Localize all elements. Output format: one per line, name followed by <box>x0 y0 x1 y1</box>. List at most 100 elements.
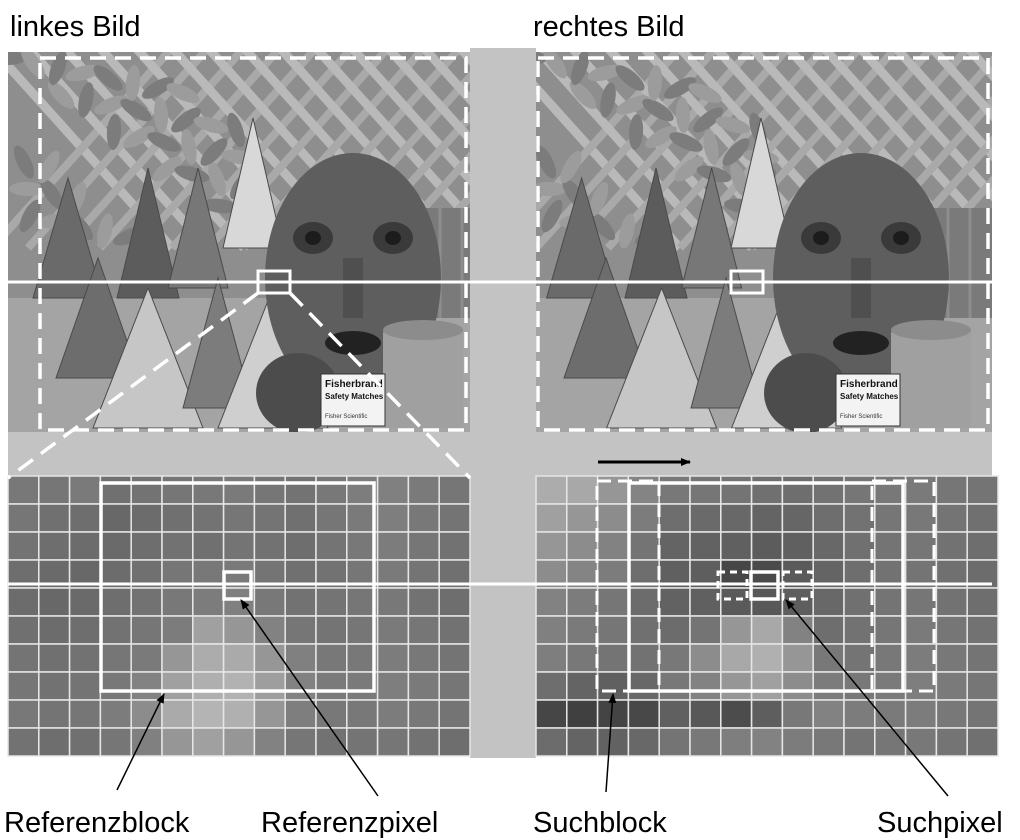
grid-pixel <box>689 531 722 561</box>
grid-pixel <box>689 699 722 729</box>
grid-pixel <box>781 643 814 673</box>
grid-pixel <box>346 699 379 729</box>
grid-pixel <box>315 615 348 645</box>
grid-pixel <box>966 587 999 617</box>
grid-pixel <box>720 643 753 673</box>
grid-pixel <box>781 531 814 561</box>
left-pixel-grid <box>7 475 471 757</box>
grid-pixel <box>192 475 225 505</box>
grid-pixel <box>874 643 907 673</box>
grid-pixel <box>99 699 132 729</box>
party-hat <box>55 256 141 379</box>
grid-pixel <box>935 503 968 533</box>
grid-pixel <box>720 671 753 701</box>
grid-pixel <box>566 727 599 757</box>
grid-pixel <box>935 699 968 729</box>
grid-pixel <box>376 503 410 533</box>
grid-pixel <box>812 643 845 673</box>
grid-pixel <box>438 615 471 645</box>
grid-pixel <box>161 587 194 617</box>
grid-pixel <box>658 587 691 617</box>
reference-block-label: Referenzblock <box>4 807 190 839</box>
grid-pixel <box>7 475 40 505</box>
cup <box>891 328 971 428</box>
search-pixel-candidate-left <box>716 570 749 601</box>
grid-pixel <box>874 671 907 701</box>
reference-block <box>99 481 376 693</box>
grid-pixel <box>376 531 410 561</box>
grid-pixel <box>658 503 691 533</box>
grid-pixel <box>99 587 132 617</box>
reference-block-leader <box>116 693 165 791</box>
grid-pixel <box>284 531 317 561</box>
grid-pixel <box>161 727 194 757</box>
grid-pixel <box>7 503 40 533</box>
left-photo-selection <box>256 269 292 295</box>
grid-pixel <box>843 587 876 617</box>
grid-pixel <box>253 587 286 617</box>
grid-pixel <box>99 615 132 645</box>
grid-pixel <box>99 671 132 701</box>
grid-pixel <box>68 727 102 757</box>
grid-pixel <box>935 475 968 505</box>
grid-pixel <box>935 671 968 701</box>
grid-pixel <box>812 699 845 729</box>
grid-pixel <box>222 671 256 701</box>
grid-pixel <box>935 727 968 757</box>
party-hat <box>222 117 284 249</box>
grid-pixel <box>407 531 440 561</box>
party-hat <box>167 167 229 289</box>
grid-pixel <box>68 643 102 673</box>
grid-pixel <box>161 503 194 533</box>
grid-pixel <box>658 531 691 561</box>
grid-pixel <box>130 699 163 729</box>
grid-pixel <box>222 503 256 533</box>
grid-pixel <box>966 643 999 673</box>
grid-pixel <box>720 699 753 729</box>
matchbox-label <box>835 373 901 427</box>
grid-pixel <box>535 727 568 757</box>
grid-pixel <box>966 615 999 645</box>
party-hat <box>545 176 618 299</box>
grid-pixel <box>535 503 568 533</box>
grid-pixel <box>535 699 568 729</box>
grid-pixel <box>689 587 722 617</box>
grid-pixel <box>438 531 471 561</box>
grid-pixel <box>38 503 71 533</box>
grid-pixel <box>627 727 660 757</box>
grid-pixel <box>904 671 938 701</box>
party-hat <box>730 117 792 249</box>
grid-pixel <box>99 643 132 673</box>
matchbox-brand: Fisherbrand <box>840 379 898 390</box>
grid-pixel <box>874 615 907 645</box>
grid-pixel <box>812 503 845 533</box>
grid-pixel <box>222 643 256 673</box>
grid-pixel <box>253 671 286 701</box>
left-image-frame <box>38 56 468 432</box>
grid-pixel <box>750 503 784 533</box>
grid-pixel <box>874 587 907 617</box>
grid-pixel <box>627 531 660 561</box>
grid-pixel <box>843 531 876 561</box>
grid-pixel <box>627 671 660 701</box>
grid-pixel <box>781 671 814 701</box>
grid-pixel <box>566 587 599 617</box>
grid-pixel <box>535 587 568 617</box>
grid-pixel <box>438 643 471 673</box>
matchbox-product: Safety Matches <box>840 392 899 401</box>
grid-pixel <box>750 615 784 645</box>
divider-vertical <box>470 48 536 758</box>
grid-pixel <box>68 503 102 533</box>
grid-pixel <box>535 643 568 673</box>
grid-pixel <box>284 615 317 645</box>
grid-pixel <box>161 643 194 673</box>
grid-pixel <box>315 503 348 533</box>
grid-pixel <box>438 699 471 729</box>
grid-pixel <box>904 531 938 561</box>
grid-pixel <box>253 531 286 561</box>
grid-pixel <box>192 615 225 645</box>
grid-pixel <box>750 531 784 561</box>
grid-pixel <box>935 531 968 561</box>
right-pixel-grid <box>535 475 999 757</box>
zoom-connector-left <box>6 291 260 480</box>
